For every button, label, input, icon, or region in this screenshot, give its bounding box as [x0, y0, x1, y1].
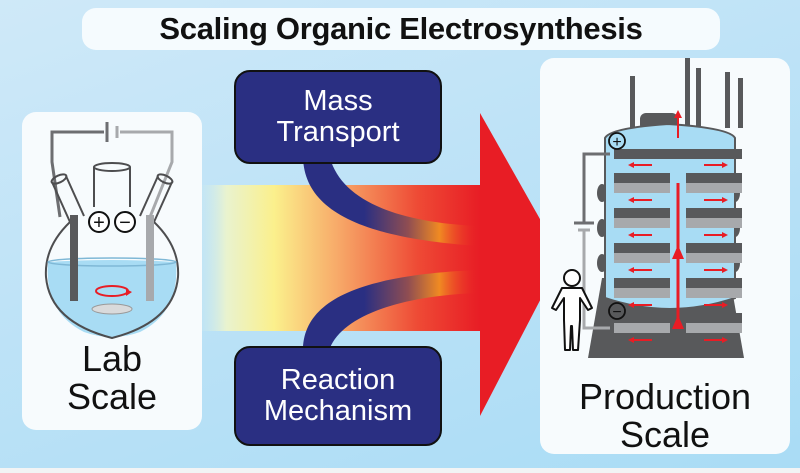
- battery-symbol-icon: [50, 122, 174, 218]
- vertical-flow-arrow-head: [672, 245, 684, 259]
- flow-arrow-left-head: [628, 337, 634, 343]
- lab-scale-panel: + − Lab Scale: [22, 112, 202, 430]
- diagram-title: Scaling Organic Electrosynthesis: [159, 11, 643, 46]
- vertical-flow-arrow-head: [672, 315, 684, 329]
- outlet-flow-arrow-head: [674, 110, 682, 118]
- flow-arrow-left-head: [628, 302, 634, 308]
- electrode-plate-light: [686, 183, 742, 193]
- electrode-plate-dark: [686, 278, 742, 288]
- flow-reactor-icon: + −: [551, 58, 744, 358]
- electrode-plate-dark: [686, 208, 742, 218]
- electrode-plate-dark: [614, 243, 670, 253]
- three-neck-flask-icon: + −: [44, 122, 180, 340]
- flow-arrow-right-head: [722, 267, 728, 273]
- title-banner: Scaling Organic Electrosynthesis: [82, 8, 720, 50]
- electrode-plate-dark: [686, 243, 742, 253]
- electrode-plate-dark: [614, 313, 670, 323]
- anode-plus-sign: +: [93, 212, 105, 234]
- electrode-plate-light: [686, 218, 742, 228]
- flow-arrow-right-head: [722, 232, 728, 238]
- lab-label-line1: Lab: [81, 338, 143, 379]
- arrow-head: [480, 113, 562, 416]
- electrode-plate-light: [686, 323, 742, 333]
- flow-arrow-right-head: [722, 197, 728, 203]
- mass-transport-line1: Mass: [303, 84, 373, 117]
- electrode-plate-light: [614, 183, 670, 193]
- reaction-mechanism-line1: Reaction: [280, 363, 396, 396]
- electrode-plate-dark: [686, 173, 742, 183]
- reactor-anode-plus: +: [612, 134, 621, 151]
- flask-liquid: [47, 260, 177, 337]
- production-scale-panel: + − Production Scale: [540, 58, 790, 454]
- production-label-line2: Scale: [619, 413, 711, 455]
- stir-bar: [91, 303, 133, 315]
- electrode-plate-dark: [686, 313, 742, 323]
- production-label-line1: Production: [578, 376, 752, 417]
- mass-transport-box: Mass Transport: [234, 70, 442, 164]
- cathode-electrode: [146, 215, 154, 301]
- electrode-plate-light: [686, 253, 742, 263]
- electrode-plate-dark: [614, 208, 670, 218]
- electrode-plate-light: [614, 218, 670, 228]
- top-electrode: [614, 149, 742, 159]
- flow-arrow-left-head: [628, 197, 634, 203]
- flow-arrow-right-head: [722, 302, 728, 308]
- flow-arrow-right-head: [722, 337, 728, 343]
- production-scale-label: Production Scale: [540, 378, 790, 454]
- electrode-plate-light: [614, 288, 670, 298]
- flow-arrow-right-head: [722, 162, 728, 168]
- mass-transport-line2: Transport: [276, 116, 400, 148]
- electrode-plate-light: [614, 323, 670, 333]
- electrode-plate-light: [686, 288, 742, 298]
- flow-arrow-left-head: [628, 267, 634, 273]
- lab-scale-label: Lab Scale: [22, 340, 202, 416]
- reactor-cathode-minus: −: [612, 304, 621, 321]
- flow-arrow-left-head: [628, 232, 634, 238]
- reaction-mechanism-line2: Mechanism: [263, 395, 413, 427]
- lab-label-line2: Scale: [66, 375, 158, 417]
- electrode-plate-dark: [614, 173, 670, 183]
- reaction-mechanism-box: Reaction Mechanism: [234, 346, 442, 446]
- battery-symbol-icon: [574, 152, 610, 330]
- electrode-plate-dark: [614, 278, 670, 288]
- mass-transport-flow-tail: [303, 158, 478, 246]
- cathode-minus-sign: −: [119, 212, 131, 234]
- electrode-plate-light: [614, 253, 670, 263]
- flow-arrow-left-head: [628, 162, 634, 168]
- reaction-mechanism-flow-tail: [303, 270, 478, 348]
- anode-electrode: [70, 215, 78, 301]
- person-outline-icon: [551, 269, 593, 351]
- rotation-arrow-icon: [95, 285, 132, 297]
